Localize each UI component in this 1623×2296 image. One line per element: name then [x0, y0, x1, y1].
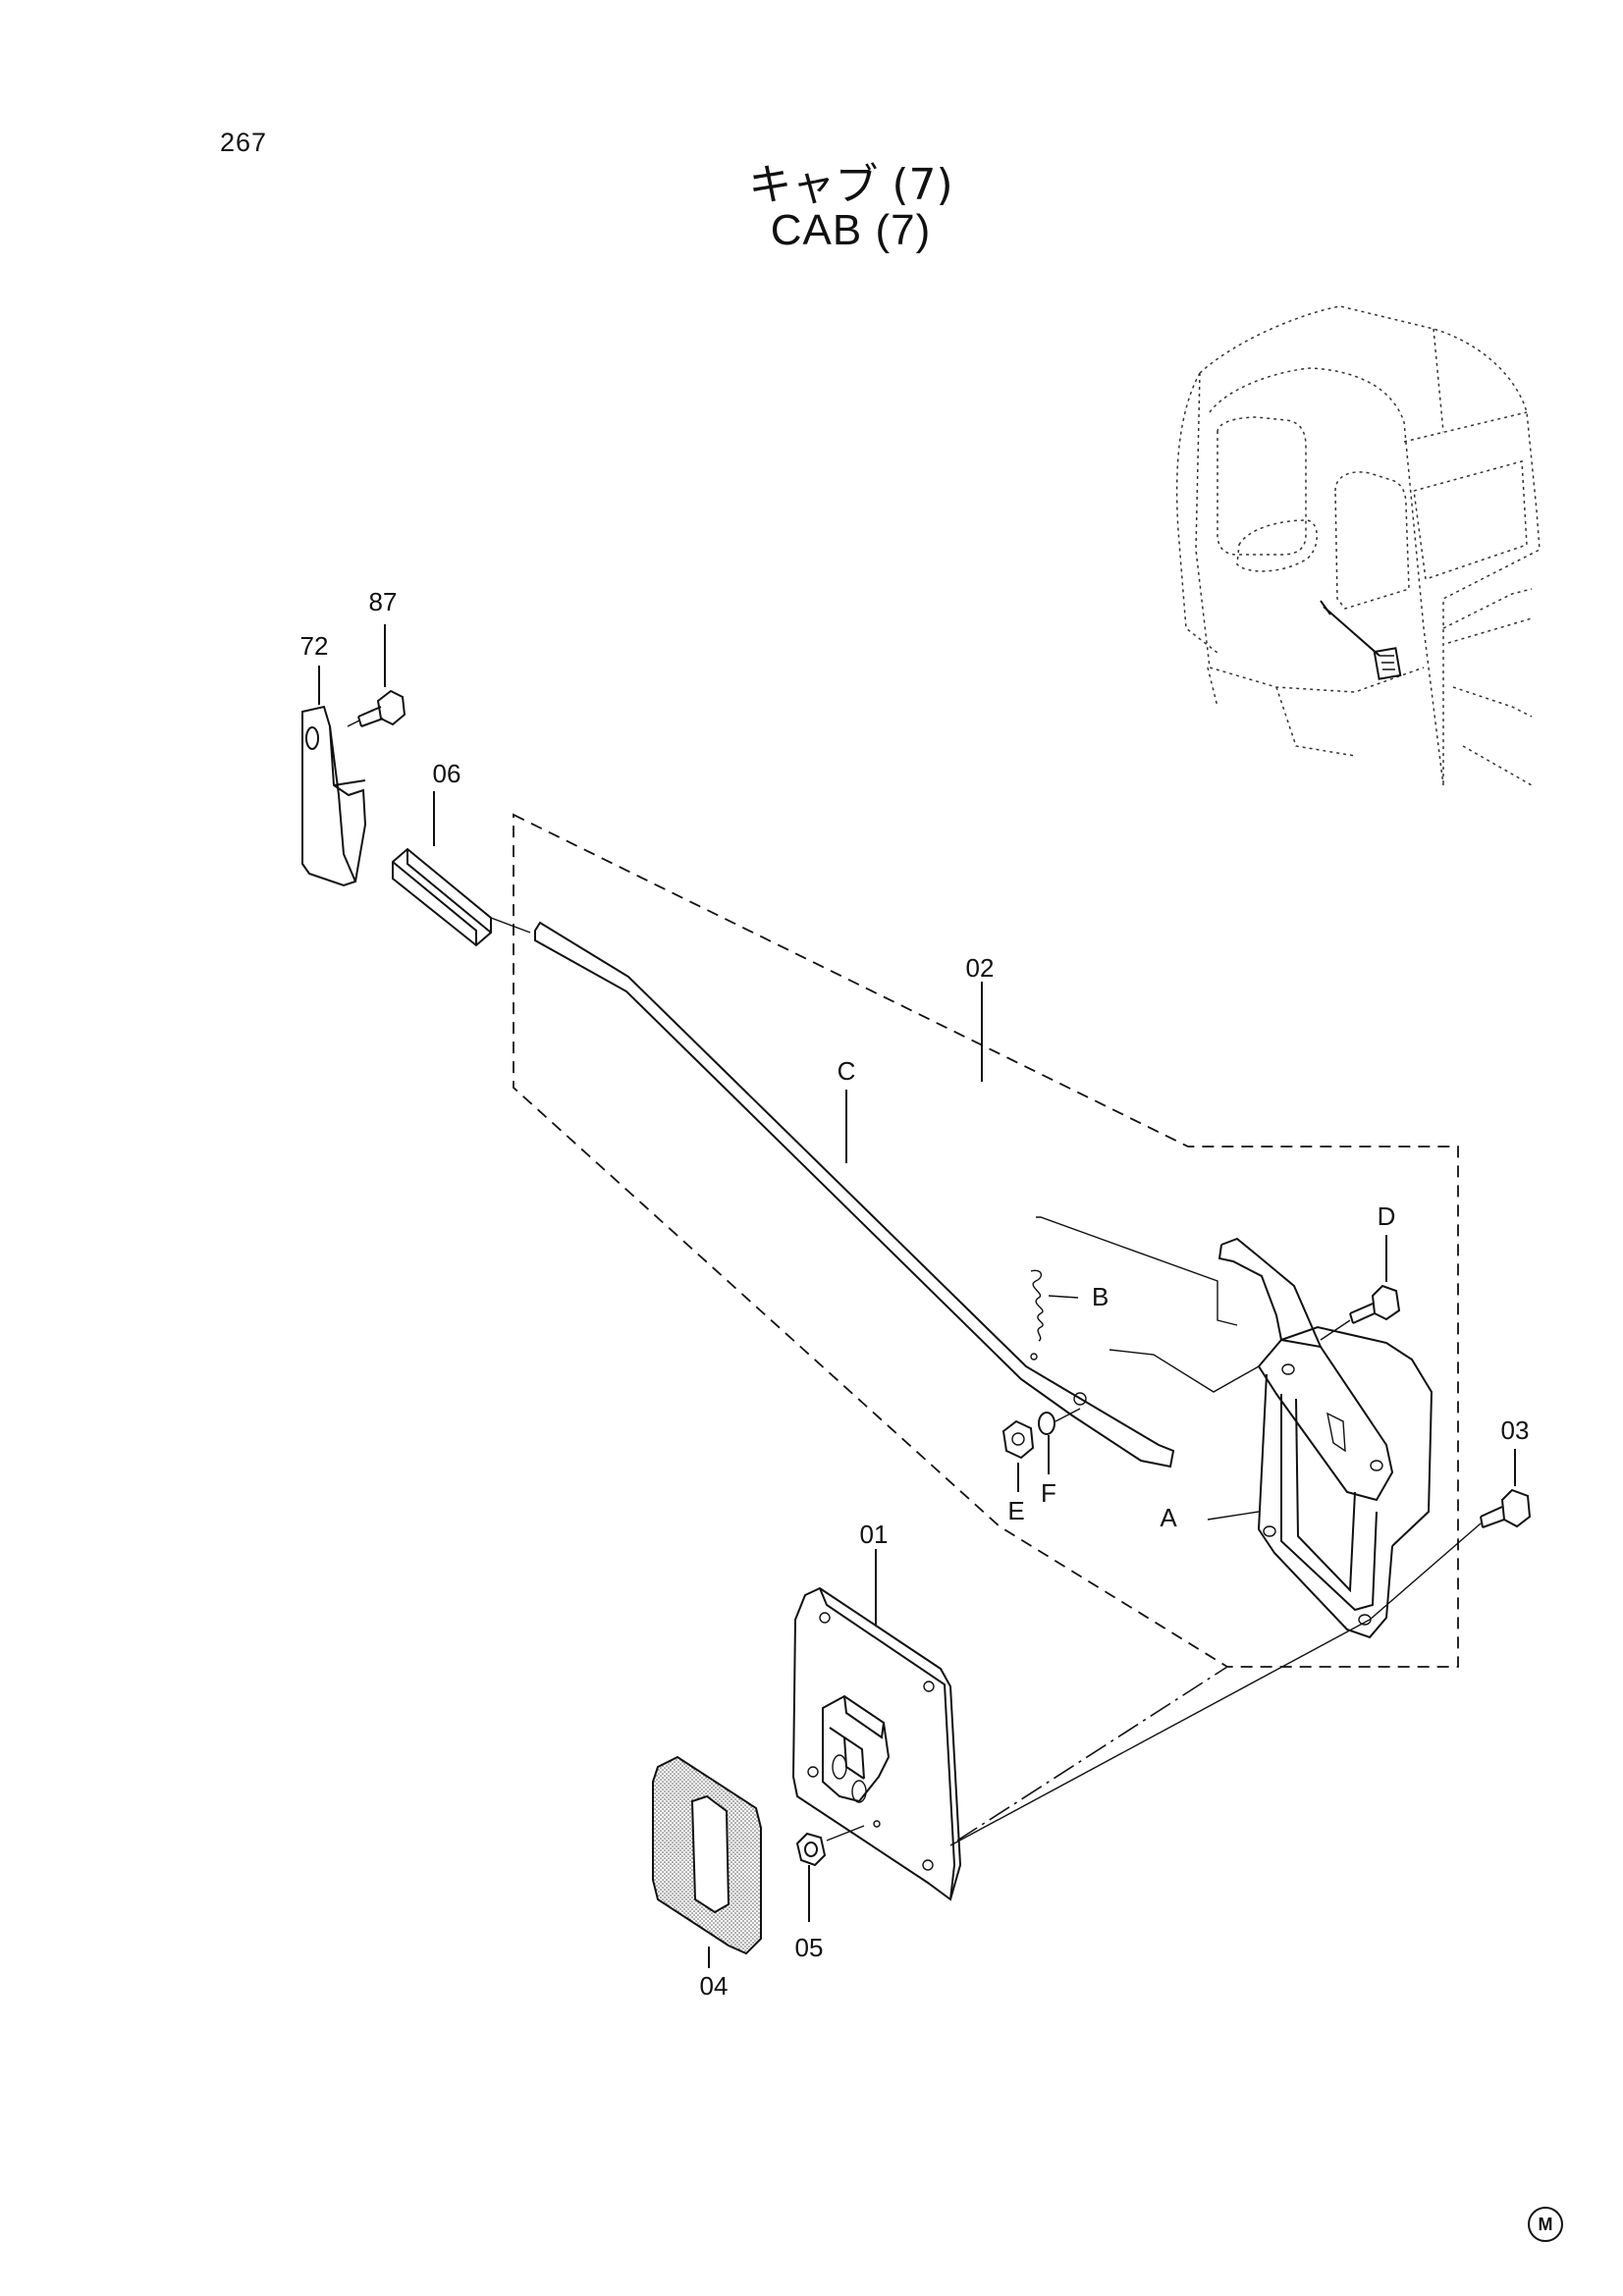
title-english: CAB (7): [770, 206, 932, 254]
assembly-02-outline: [513, 813, 1459, 1668]
callout-87: 87: [369, 587, 398, 616]
part-f-washer: [1038, 1408, 1081, 1474]
part-01-plate: [791, 1549, 1371, 1901]
callout-c: C: [838, 1056, 856, 1086]
callout-05: 05: [795, 1933, 824, 1962]
callout-f: F: [1041, 1478, 1056, 1508]
manufacturer-mark: M: [1528, 2207, 1563, 2242]
callout-01: 01: [860, 1520, 889, 1549]
cab-overview: [1175, 305, 1541, 786]
title-japanese: キャブ (7): [748, 160, 953, 210]
callout-72: 72: [300, 631, 329, 661]
callout-d: D: [1378, 1201, 1396, 1231]
part-e-nut: [1001, 1419, 1035, 1492]
callout-03: 03: [1501, 1415, 1530, 1445]
callout-e: E: [1007, 1496, 1024, 1525]
part-a-housing: [1036, 1216, 1434, 1639]
part-06-sleeve: [392, 791, 531, 947]
part-c-rod: [534, 921, 1175, 1468]
part-04-gasket: [652, 1755, 762, 1968]
part-d-bolt: [1320, 1235, 1401, 1341]
part-03-bolt: [1369, 1449, 1532, 1621]
callout-a: A: [1160, 1503, 1177, 1532]
callout-04: 04: [700, 1971, 729, 2001]
part-72-bracket: [301, 666, 367, 887]
page-number: 267: [220, 128, 268, 157]
part-87-bolt: [347, 624, 406, 727]
callout-06: 06: [433, 759, 461, 788]
callout-b: B: [1092, 1282, 1109, 1311]
part-05-nut: [795, 1825, 865, 1922]
callout-02: 02: [966, 953, 995, 983]
part-b-spring: [1030, 1269, 1079, 1342]
